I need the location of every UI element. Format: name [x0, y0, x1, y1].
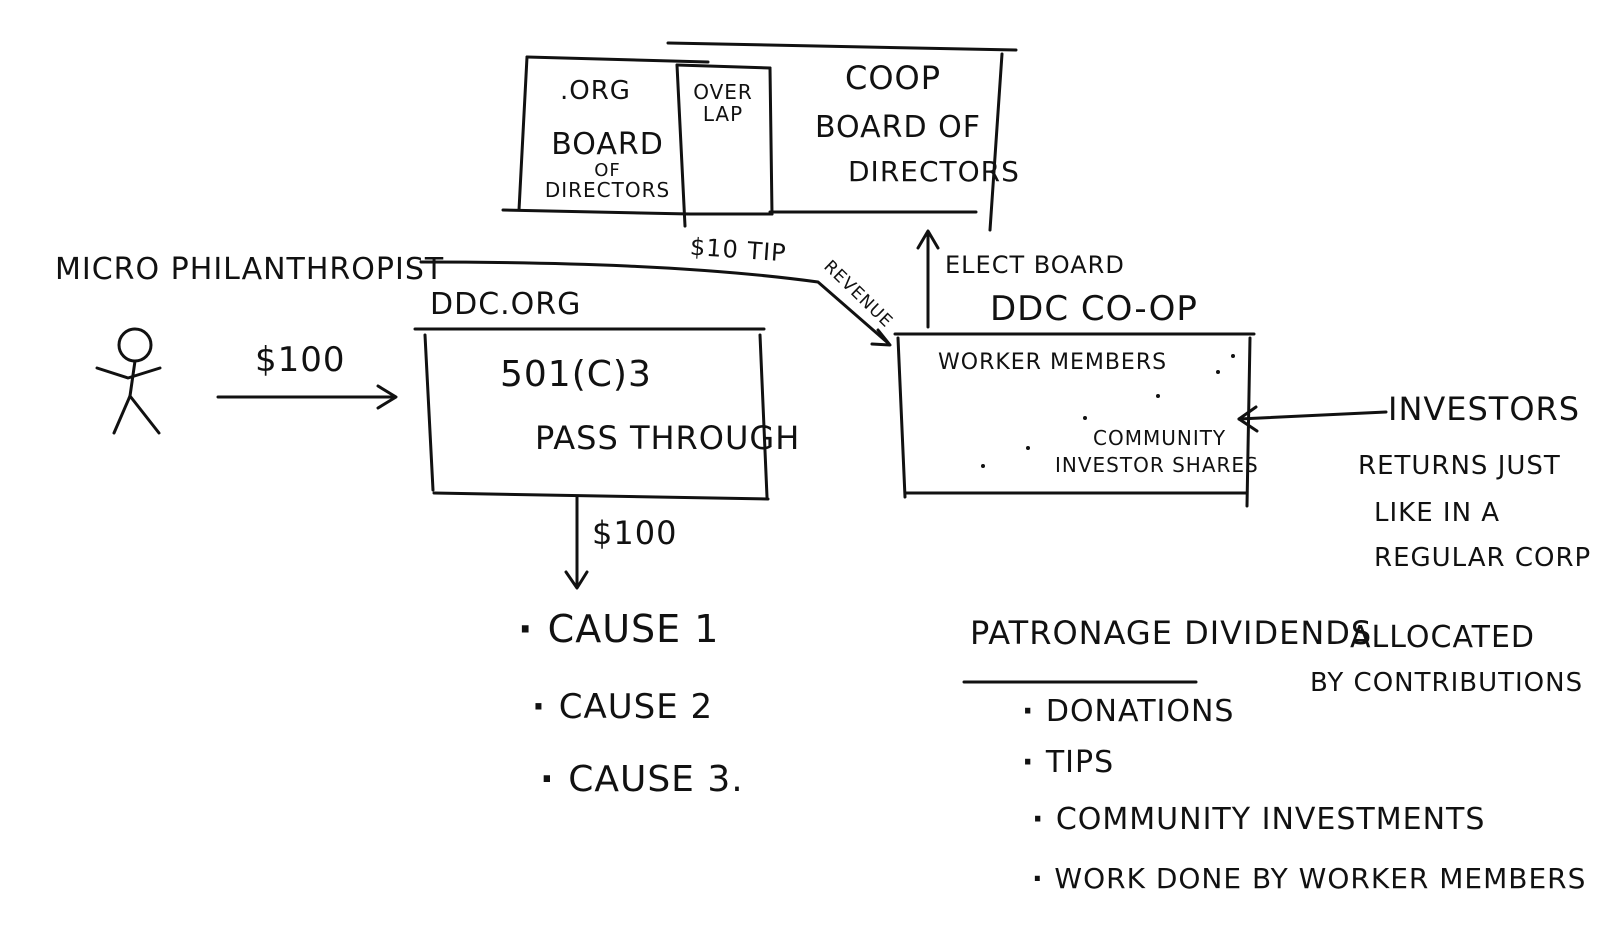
ddc-coop-box	[893, 332, 1256, 508]
patronage-heading: PATRONAGE DIVIDENDS	[970, 614, 1373, 652]
investors-label: INVESTORS	[1388, 390, 1581, 428]
elect-board-arrow	[916, 229, 940, 329]
org-board-label: .ORG	[560, 76, 631, 106]
overlap-box	[675, 63, 774, 228]
outflow-amount: $100	[592, 514, 678, 552]
ddc-org-status-line1: 501(C)3	[500, 354, 652, 395]
ddc-org-box	[413, 327, 770, 501]
overlap-label: OVER LAP	[688, 82, 758, 124]
donation-arrow	[216, 384, 398, 410]
ddc-org-status-line2: PASS THROUGH	[535, 419, 801, 457]
patronage-allocation-line1: ALLOCATED	[1350, 620, 1536, 655]
elect-board-label: ELECT BOARD	[945, 251, 1125, 279]
coop-board-line1: BOARD OF	[815, 110, 982, 145]
cause-item: CAUSE 1	[518, 610, 719, 648]
org-board-box	[501, 55, 710, 216]
community-shares-line2: INVESTOR SHARES	[1055, 453, 1259, 477]
tip-label: $10 TIP	[689, 232, 788, 268]
coop-board-line2: DIRECTORS	[848, 155, 1020, 188]
patronage-item: WORK DONE BY WORKER MEMBERS	[1032, 865, 1586, 893]
investors-arrow	[1237, 405, 1388, 433]
tip-revenue-line	[419, 260, 892, 347]
investors-note-line2: LIKE IN A	[1374, 498, 1501, 528]
cause-item: CAUSE 2	[532, 690, 713, 724]
investors-note-line1: RETURNS JUST	[1358, 451, 1561, 481]
org-board-line3: DIRECTORS	[544, 178, 671, 202]
ddc-org-title: DDC.ORG	[430, 287, 582, 322]
org-board-title: BOARD OF DIRECTORS	[540, 127, 675, 202]
philanthropist-label: MICRO PHILANTHROPIST	[55, 252, 445, 287]
org-board-line2: OF	[594, 160, 621, 181]
coop-board-box	[666, 41, 1018, 232]
org-board-line1: BOARD	[551, 127, 664, 162]
overlap-line2: LAP	[702, 102, 744, 126]
patronage-item: DONATIONS	[1022, 697, 1234, 727]
patronage-allocation-line2: BY CONTRIBUTIONS	[1310, 668, 1584, 698]
coop-board-title: COOP	[845, 59, 942, 97]
donation-amount: $100	[255, 340, 346, 380]
cause-item: CAUSE 3.	[540, 762, 744, 798]
patronage-item: COMMUNITY INVESTMENTS	[1032, 805, 1485, 835]
stick-figure-icon	[95, 327, 162, 435]
community-shares-line1: COMMUNITY	[1093, 426, 1227, 450]
patronage-item: TIPS	[1022, 748, 1114, 778]
worker-members-label: WORKER MEMBERS	[938, 350, 1168, 375]
overlap-line1: OVER	[693, 80, 753, 104]
investors-note-line3: REGULAR CORP	[1374, 543, 1592, 573]
ddc-coop-title: DDC CO-OP	[990, 289, 1198, 329]
causes-arrow	[564, 495, 589, 590]
